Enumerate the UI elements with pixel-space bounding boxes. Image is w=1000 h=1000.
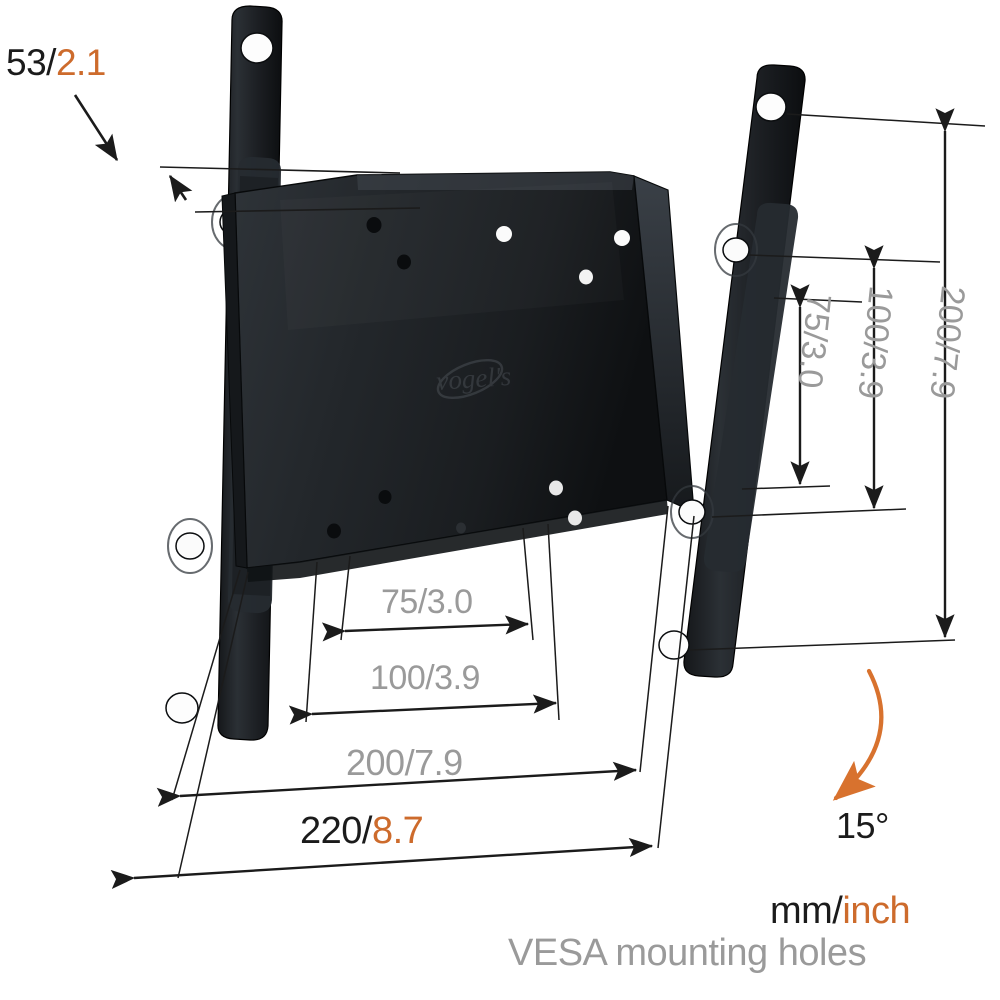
vesa-hole: [568, 510, 582, 526]
legend-units-inch: inch: [842, 890, 911, 932]
right-mounting-arm: [658, 64, 806, 678]
vesa-hole: [378, 490, 392, 504]
dim-label-horizontal-100: 100/3.9: [370, 659, 480, 697]
dim-horizontal-200: [156, 761, 638, 807]
tilt-angle-label: 15°: [836, 805, 889, 846]
dim-label-depth: 53/2.1: [6, 42, 106, 84]
vesa-hole: [366, 217, 382, 233]
legend-caption: VESA mounting holes: [508, 932, 867, 974]
vesa-hole: [397, 254, 411, 270]
dim-depth-mm: 53: [6, 42, 47, 83]
dim-horizontal-220: [110, 837, 654, 889]
dim-extension-lines-bottom: [171, 505, 695, 879]
dim-horizontal-100: [288, 694, 558, 725]
legend-units-mm: mm/: [770, 890, 843, 932]
dim-width-mm: 220/: [300, 810, 372, 852]
svg-text:vogel's: vogel's: [435, 361, 512, 396]
vesa-hole: [549, 480, 563, 496]
dim-depth-slash: /: [46, 42, 56, 83]
dim-depth-inch: 2.1: [55, 42, 106, 83]
dim-label-horizontal-220: 220/8.7: [300, 810, 424, 853]
dim-width-inch: 8.7: [371, 810, 424, 852]
legend-units: mm/inch: [770, 890, 911, 933]
vesa-hole: [579, 269, 593, 285]
vesa-hole: [614, 230, 630, 246]
dim-depth-callout: [73, 94, 421, 213]
dim-label-horizontal-200: 200/7.9: [346, 742, 463, 783]
vesa-hole: [496, 226, 512, 242]
vesa-hole: [327, 523, 341, 539]
vesa-hole-group: [327, 217, 630, 539]
vogels-logo: vogel's: [435, 358, 512, 400]
dim-horizontal-75: [321, 615, 530, 642]
vesa-hole: [456, 522, 466, 534]
tilt-angle-arc: [832, 668, 884, 801]
vesa-plate: vogel's: [221, 171, 695, 582]
dim-label-horizontal-75: 75/3.0: [381, 583, 473, 621]
mount-assembly: vogel's: [165, 5, 806, 741]
